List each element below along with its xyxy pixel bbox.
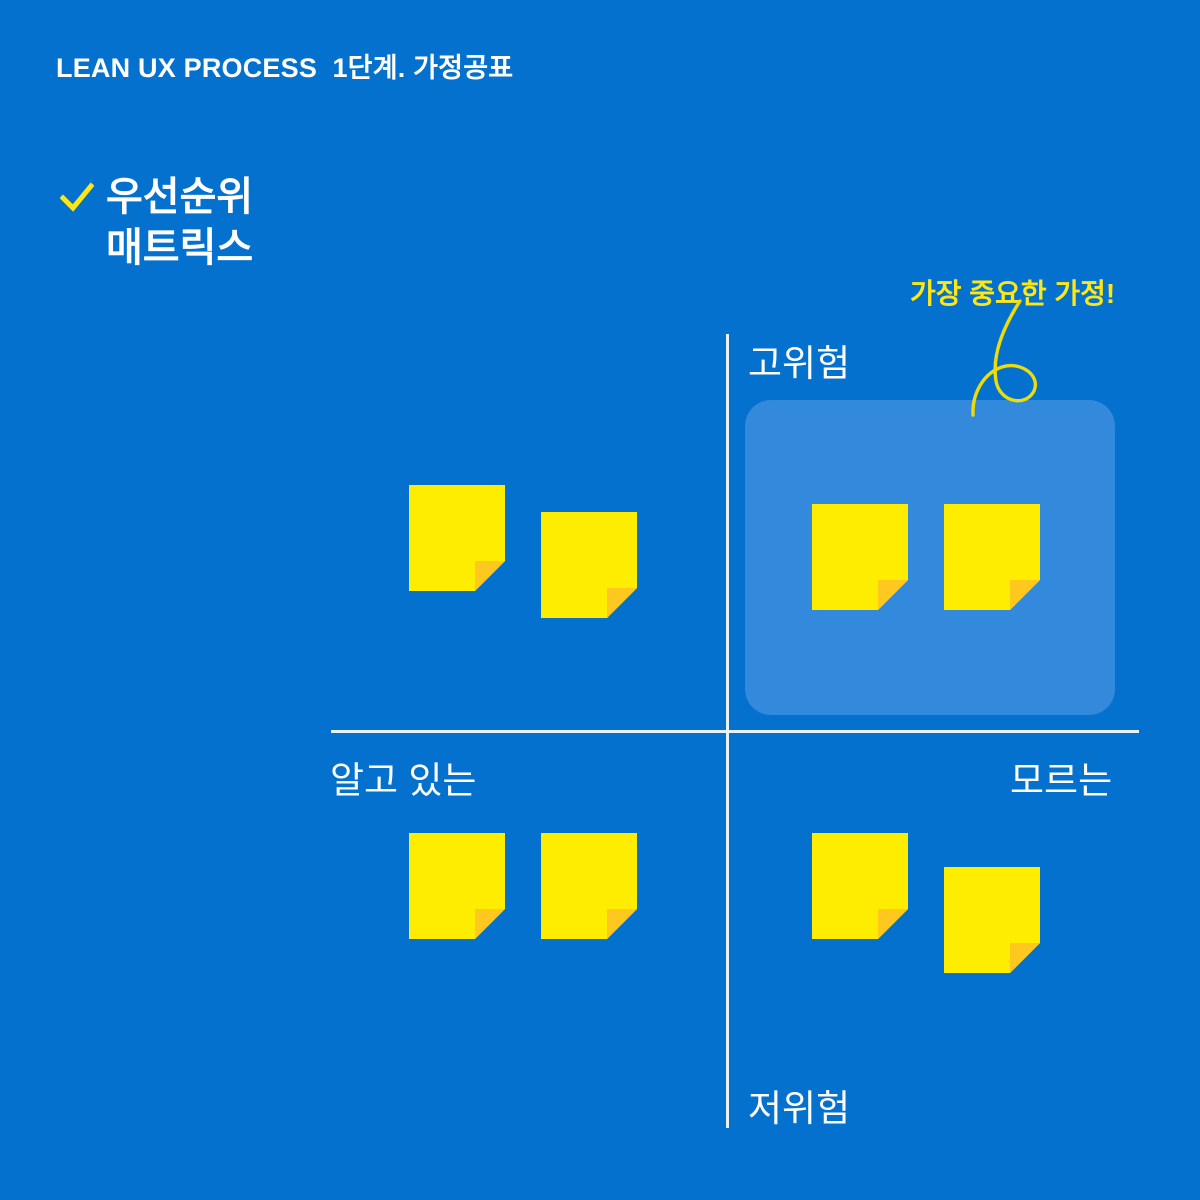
sticky-note[interactable]	[812, 833, 908, 939]
page-title: 우선순위 매트릭스	[106, 175, 254, 271]
sticky-note[interactable]	[944, 867, 1040, 973]
high-risk-unknown-highlight	[745, 400, 1115, 715]
axis-label-high-risk: 고위험	[748, 343, 851, 384]
check-icon	[59, 182, 95, 216]
sticky-note[interactable]	[541, 833, 637, 939]
axis-label-unknown: 모르는	[1010, 760, 1113, 801]
annotation-label: 가장 중요한 가정!	[910, 278, 1116, 309]
sticky-note[interactable]	[812, 504, 908, 610]
matrix-horizontal-axis	[331, 730, 1139, 733]
sticky-note[interactable]	[409, 833, 505, 939]
axis-label-low-risk: 저위험	[748, 1088, 851, 1129]
slide-header: LEAN UX PROCESS 1단계. 가정공표	[56, 53, 514, 83]
sticky-note[interactable]	[409, 485, 505, 591]
slide-title-block: 우선순위 매트릭스	[59, 172, 254, 274]
sticky-note[interactable]	[541, 512, 637, 618]
axis-label-known: 알고 있는	[330, 760, 477, 801]
sticky-note[interactable]	[944, 504, 1040, 610]
curly-arrow-icon	[940, 295, 1080, 425]
